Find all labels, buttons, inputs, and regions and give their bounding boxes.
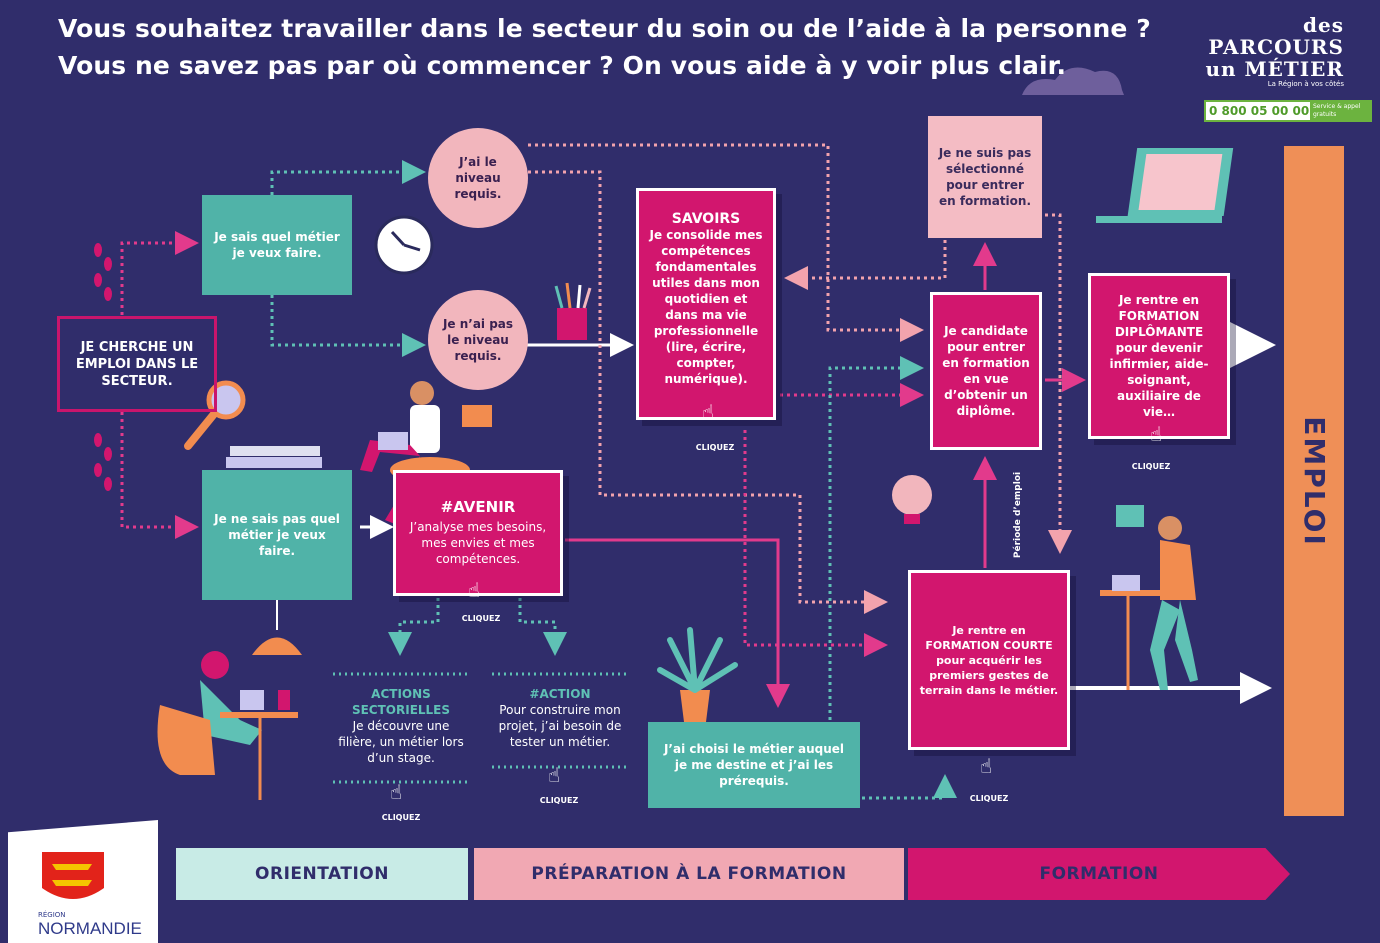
phone-number-badge[interactable]: 0 800 05 00 00 Service & appel gratuits	[1204, 100, 1372, 122]
diplomante-click-label[interactable]: CLIQUEZ	[1131, 462, 1171, 471]
region-name: NORMANDIE	[38, 919, 142, 938]
formation-diplomante-card[interactable]: Je rentre en FORMATION DIPLÔMANTE pour d…	[1088, 273, 1230, 439]
brand-line-2: PARCOURS	[1208, 35, 1344, 59]
courte-line-2: FORMATION COURTE	[925, 638, 1053, 652]
candidate-box: Je candidate pour entrer en formation en…	[930, 292, 1042, 450]
has-level-circle: J’ai le niveau requis.	[428, 128, 528, 228]
phase-formation: FORMATION	[908, 848, 1290, 900]
start-box: JE CHERCHE UN EMPLOI DANS LE SECTEUR.	[57, 316, 217, 412]
emploi-label: EMPLOI	[1297, 415, 1331, 547]
plant-icon	[657, 627, 738, 722]
formation-courte-card[interactable]: Je rentre en FORMATION COURTE pour acqué…	[908, 570, 1070, 750]
phase-preparation: PRÉPARATION À LA FORMATION	[474, 848, 904, 900]
laptop-icon	[1096, 148, 1234, 223]
avenir-click-label[interactable]: CLIQUEZ	[461, 614, 501, 623]
courte-line-3: pour acquérir les premiers gestes de ter…	[919, 653, 1059, 697]
cloud-icon	[1022, 67, 1124, 95]
title-line-2: Vous ne savez pas par où commencer ? On …	[58, 51, 1067, 80]
emploi-column: EMPLOI	[1284, 146, 1344, 816]
doesnt-know-job-box: Je ne sais pas quel métier je veux faire…	[202, 470, 352, 600]
magnifier-icon	[184, 380, 246, 450]
actions-sectorielles-click-label[interactable]: CLIQUEZ	[381, 813, 421, 822]
not-selected-box: Je ne suis pas sélectionné pour entrer e…	[928, 116, 1042, 238]
action-click-label[interactable]: CLIQUEZ	[539, 796, 579, 805]
region-normandie-logo: RÉGION NORMANDIE	[8, 820, 158, 943]
phone-service-tag: Service & appel gratuits	[1310, 102, 1370, 120]
clock-icon	[374, 215, 434, 275]
phone-number: 0 800 05 00 00	[1209, 104, 1310, 118]
books-icon	[226, 446, 322, 468]
courte-click-label[interactable]: CLIQUEZ	[969, 794, 1009, 803]
knows-job-box: Je sais quel métier je veux faire.	[202, 195, 352, 295]
brand-logo: des PARCOURS un MÉTIER La Région à vos c…	[1184, 14, 1344, 88]
avenir-card[interactable]: #AVENIR J’analyse mes besoins, mes envie…	[393, 470, 563, 596]
click-hand-icon[interactable]: ☝	[1150, 422, 1163, 446]
click-hand-icon[interactable]: ☝	[468, 578, 481, 602]
savoirs-card[interactable]: SAVOIRS Je consolide mes compétences fon…	[636, 188, 776, 420]
avenir-text: J’analyse mes besoins, mes envies et mes…	[409, 520, 547, 566]
savoirs-click-label[interactable]: CLIQUEZ	[695, 443, 735, 452]
lightbulb-icon	[892, 475, 932, 524]
brand-line-3: un MÉTIER	[1205, 57, 1344, 81]
footprints-icon	[94, 243, 112, 491]
courte-line-1: Je rentre en	[952, 623, 1026, 637]
brand-line-1: des	[1303, 13, 1344, 37]
woman-desk-illustration	[157, 651, 298, 800]
diplomante-line-3: pour devenir infirmier, aide-soignant, a…	[1109, 341, 1209, 419]
click-hand-icon[interactable]: ☝	[702, 400, 715, 424]
periode-emploi-label: Période d’emploi	[1013, 471, 1024, 559]
diplomante-line-2: FORMATION DIPLÔMANTE	[1114, 309, 1204, 339]
speech-bubble-icon	[1116, 505, 1144, 527]
action-text: Pour construire mon projet, j’ai besoin …	[498, 703, 622, 749]
speech-bubble-icon	[462, 405, 492, 427]
lions-crest-icon	[42, 852, 104, 899]
no-level-circle: Je n’ai pas le niveau requis.	[428, 290, 528, 390]
region-small-label: RÉGION	[38, 911, 66, 919]
savoirs-title: SAVOIRS	[671, 211, 741, 227]
avenir-title: #AVENIR	[440, 498, 516, 516]
title-line-1: Vous souhaitez travailler dans le secteu…	[58, 14, 1151, 43]
actions-sectorielles-title: ACTIONS SECTORIELLES	[351, 687, 451, 717]
action-block[interactable]: #ACTION Pour construire mon projet, j’ai…	[492, 686, 628, 750]
actions-sectorielles-block[interactable]: ACTIONS SECTORIELLES Je découvre une fil…	[333, 686, 469, 766]
click-hand-icon[interactable]: ☝	[548, 763, 561, 787]
phase-orientation: ORIENTATION	[176, 848, 468, 900]
page-title: Vous souhaitez travailler dans le secteu…	[58, 10, 1151, 84]
pencil-cup-icon	[554, 282, 592, 340]
diplomante-line-1: Je rentre en	[1118, 293, 1200, 307]
click-hand-icon[interactable]: ☝	[390, 780, 403, 804]
actions-sectorielles-text: Je découvre une filière, un métier lors …	[338, 719, 464, 765]
man-standing-desk-illustration	[1100, 516, 1198, 690]
lamp-icon	[252, 600, 302, 655]
savoirs-text: Je consolide mes compétences fondamental…	[649, 228, 763, 386]
action-title: #ACTION	[529, 687, 591, 701]
job-chosen-box: J’ai choisi le métier auquel je me desti…	[648, 722, 860, 808]
click-hand-icon[interactable]: ☝	[980, 754, 993, 778]
brand-tagline: La Région à vos côtés	[1267, 80, 1344, 88]
